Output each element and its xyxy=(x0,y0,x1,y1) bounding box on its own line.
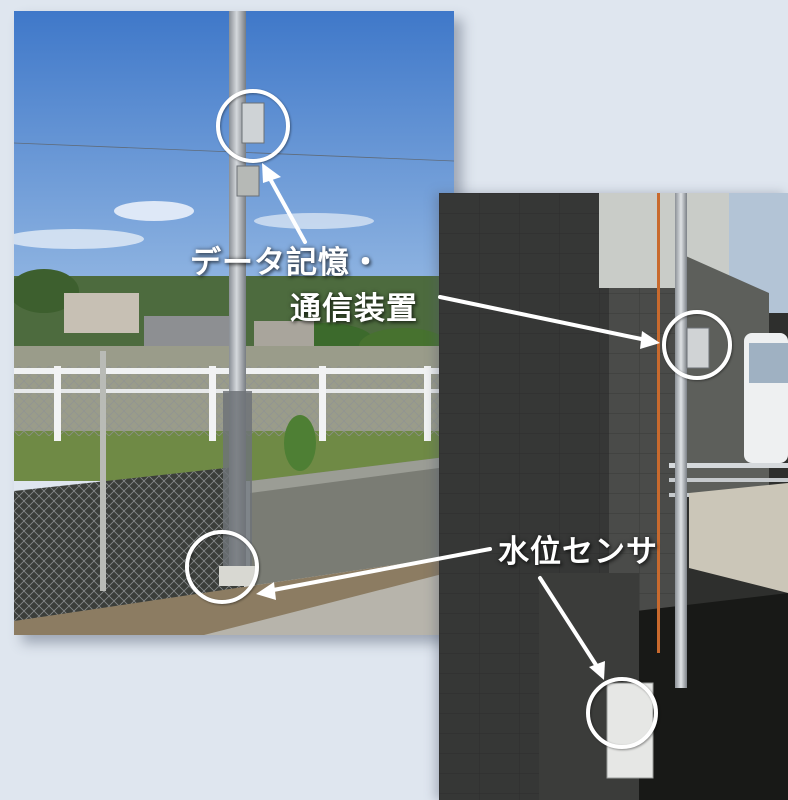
device-label-line2: 通信装置 xyxy=(290,291,418,327)
device-label-line1: データ記憶・ xyxy=(190,245,382,281)
right-photo xyxy=(439,193,788,800)
sensor-label: 水位センサ xyxy=(498,534,658,570)
